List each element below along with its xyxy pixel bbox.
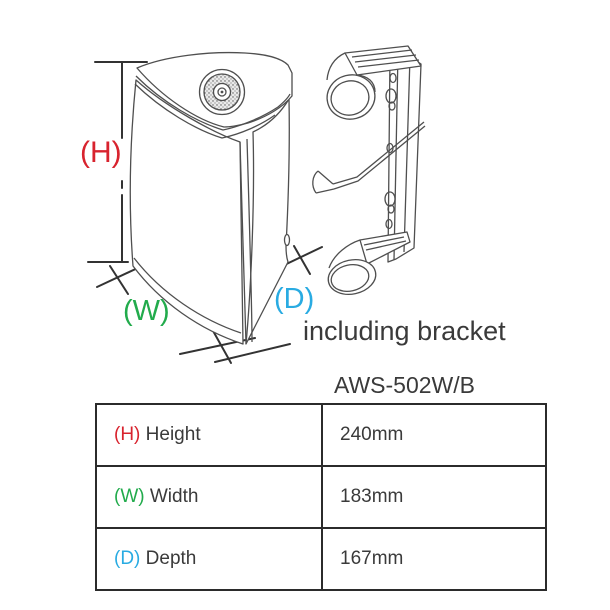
height-dim-label: (H) <box>80 136 122 169</box>
bracket-drawing <box>312 45 426 296</box>
width-dim-label: (W) <box>123 295 170 327</box>
bracket-mounting-holes <box>384 72 397 230</box>
bracket-locking-rod <box>312 121 426 194</box>
speaker-driver <box>198 68 246 116</box>
including-bracket-note: including bracket <box>303 316 506 346</box>
depth-prefix: (D) <box>114 548 141 569</box>
depth-label: Depth <box>145 548 197 569</box>
speaker-front-face <box>129 79 244 345</box>
depth-value: 167mm <box>321 527 547 591</box>
spec-table: (H) Height 240mm (W) Width 183mm (D) Dep… <box>95 403 547 591</box>
bracket-top-clamp <box>326 74 376 120</box>
model-number: AWS-502W/B <box>333 372 475 398</box>
table-row-height: (H) Height 240mm <box>95 403 547 467</box>
height-value: 240mm <box>321 403 547 467</box>
width-label: Width <box>149 486 199 507</box>
height-label: Height <box>145 424 201 445</box>
bracket-top-arm <box>344 45 422 76</box>
height-prefix: (H) <box>114 424 141 445</box>
width-prefix: (W) <box>114 486 145 507</box>
depth-dim-label: (D) <box>274 283 315 315</box>
width-value: 183mm <box>321 465 547 529</box>
table-row-depth: (D) Depth 167mm <box>95 527 547 591</box>
table-row-width: (W) Width 183mm <box>95 465 547 529</box>
speaker-terminal-knob <box>283 233 291 247</box>
bracket-bottom-arm <box>359 231 411 265</box>
speaker-drawing <box>129 51 293 345</box>
